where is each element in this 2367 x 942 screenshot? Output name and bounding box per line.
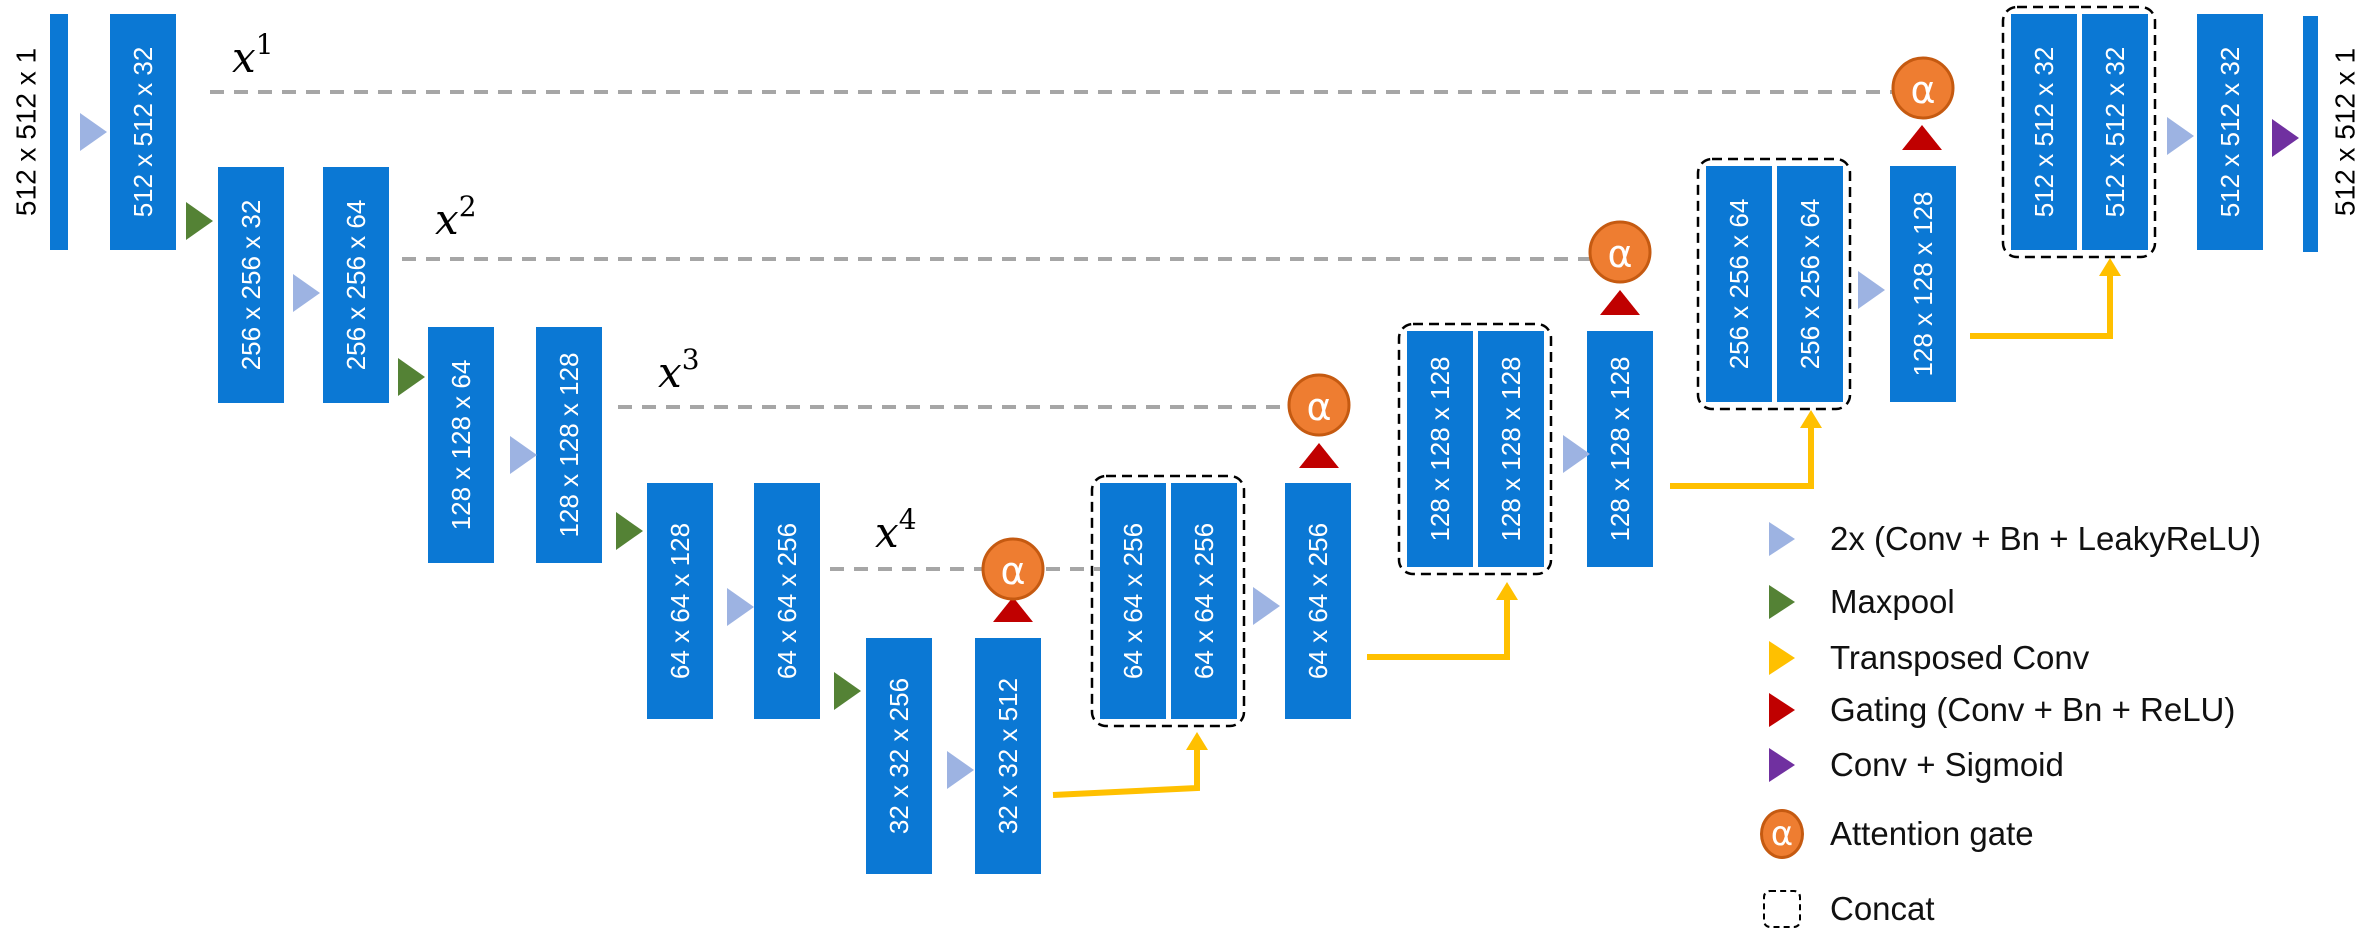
conv-block-icon bbox=[1858, 271, 1885, 309]
feature-map-block bbox=[1171, 483, 1237, 719]
attention-gate-icon bbox=[1588, 220, 1652, 284]
block-label: 128 x 128 x 128 bbox=[1425, 356, 1455, 541]
block-label: 64 x 64 x 256 bbox=[1303, 523, 1333, 679]
attention-gate-icon bbox=[1891, 56, 1955, 120]
block-label: 64 x 64 x 128 bbox=[665, 523, 695, 679]
feature-map-block bbox=[536, 327, 602, 563]
conv-block-icon bbox=[2167, 117, 2194, 155]
block-label: 256 x 256 x 32 bbox=[236, 200, 266, 371]
attention-alpha: α bbox=[1306, 385, 1331, 429]
transposed-conv-arrow bbox=[1052, 742, 1200, 798]
transposed-conv-arrow bbox=[1670, 420, 1814, 489]
transposed-conv-arrowhead bbox=[1496, 582, 1518, 600]
skip-label: x4 bbox=[875, 503, 917, 557]
io-label: 512 x 512 x 1 bbox=[11, 48, 42, 216]
feature-map-block bbox=[1706, 166, 1772, 402]
feature-map-block bbox=[647, 483, 713, 719]
block-label: 512 x 512 x 32 bbox=[2215, 47, 2245, 218]
feature-map-block bbox=[1478, 331, 1544, 567]
attention-alpha: α bbox=[1607, 232, 1632, 276]
feature-map-block bbox=[218, 167, 284, 403]
conv-block-icon bbox=[293, 274, 320, 312]
conv-block-icon bbox=[510, 436, 537, 474]
feature-map-block bbox=[1777, 166, 1843, 402]
feature-map-block bbox=[1100, 483, 1166, 719]
block-label: 128 x 128 x 128 bbox=[1605, 356, 1635, 541]
gating-icon bbox=[993, 597, 1033, 622]
gating-icon bbox=[1600, 290, 1640, 315]
conv-block-icon bbox=[1253, 587, 1280, 625]
maxpool-icon bbox=[616, 512, 643, 550]
feature-map-block bbox=[50, 14, 68, 250]
feature-map-block bbox=[1587, 331, 1653, 567]
feature-map-block bbox=[110, 14, 176, 250]
block-label: 256 x 256 x 64 bbox=[341, 200, 371, 371]
transposed-conv-arrowhead bbox=[1800, 410, 1822, 428]
feature-map-block bbox=[1407, 331, 1473, 567]
attention-alpha: α bbox=[1000, 549, 1025, 593]
feature-map-block bbox=[323, 167, 389, 403]
conv-block-icon bbox=[80, 113, 107, 151]
attention-gate-icon bbox=[1287, 373, 1351, 437]
attention-alpha: α bbox=[1910, 68, 1935, 112]
block-label: 256 x 256 x 64 bbox=[1724, 199, 1754, 370]
block-label: 128 x 128 x 64 bbox=[446, 360, 476, 531]
feature-map-block bbox=[2011, 14, 2077, 250]
transposed-conv-arrowhead bbox=[1186, 732, 1208, 750]
transposed-conv-arrow bbox=[1970, 268, 2113, 339]
block-label: 256 x 256 x 64 bbox=[1795, 199, 1825, 370]
feature-map-block bbox=[428, 327, 494, 563]
feature-map-block bbox=[1285, 483, 1351, 719]
feature-map-block bbox=[1890, 166, 1956, 402]
conv-block-icon bbox=[947, 751, 974, 789]
block-label: 128 x 128 x 128 bbox=[1496, 356, 1526, 541]
gating-icon bbox=[1902, 125, 1942, 150]
block-label: 32 x 32 x 512 bbox=[993, 678, 1023, 834]
feature-map-block bbox=[2303, 16, 2318, 252]
feature-map-block bbox=[2197, 14, 2263, 250]
gating-icon bbox=[1299, 443, 1339, 468]
block-label: 64 x 64 x 256 bbox=[1118, 523, 1148, 679]
block-label: 512 x 512 x 32 bbox=[2100, 47, 2130, 218]
block-label: 64 x 64 x 256 bbox=[1189, 523, 1219, 679]
skip-label: x1 bbox=[232, 28, 274, 82]
skip-label: x3 bbox=[658, 343, 700, 397]
feature-map-block bbox=[866, 638, 932, 874]
skip-label: x2 bbox=[435, 190, 477, 244]
maxpool-icon bbox=[398, 358, 425, 396]
concat-box bbox=[1696, 157, 1852, 411]
attention-gate-icon bbox=[981, 537, 1045, 601]
block-label: 128 x 128 x 128 bbox=[1908, 191, 1938, 376]
conv-block-icon bbox=[1563, 435, 1590, 473]
concat-box bbox=[1090, 474, 1246, 728]
maxpool-icon bbox=[186, 202, 213, 240]
transposed-conv-arrowhead bbox=[2099, 258, 2121, 276]
concat-box bbox=[2001, 5, 2157, 259]
transposed-conv-arrow bbox=[1367, 592, 1510, 660]
feature-map-block bbox=[754, 483, 820, 719]
feature-map-block bbox=[975, 638, 1041, 874]
feature-map-block bbox=[2082, 14, 2148, 250]
conv-block-icon bbox=[727, 588, 754, 626]
block-label: 512 x 512 x 32 bbox=[128, 47, 158, 218]
maxpool-icon bbox=[834, 672, 861, 710]
block-label: 64 x 64 x 256 bbox=[772, 523, 802, 679]
io-label: 512 x 512 x 1 bbox=[2330, 48, 2361, 216]
block-label: 32 x 32 x 256 bbox=[884, 678, 914, 834]
block-label: 512 x 512 x 32 bbox=[2029, 47, 2059, 218]
concat-box bbox=[1397, 322, 1553, 576]
block-label: 128 x 128 x 128 bbox=[554, 352, 584, 537]
conv-sigmoid-icon bbox=[2272, 119, 2299, 157]
